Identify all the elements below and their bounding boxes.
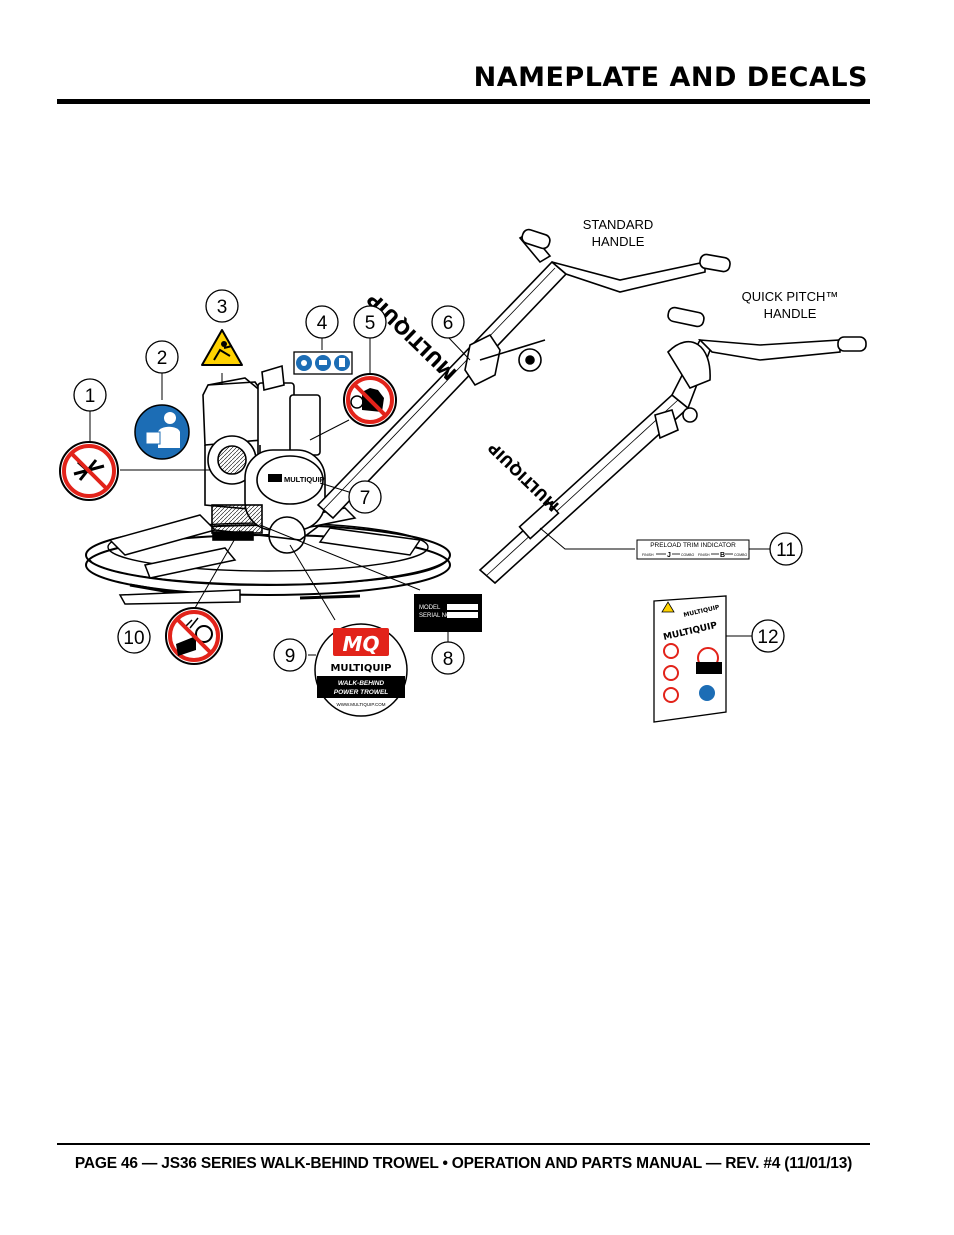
footer-rule: [57, 1143, 870, 1145]
header-rule: [57, 99, 870, 104]
callout-9: 9: [273, 638, 307, 672]
page-footer: PAGE 46 — JS36 SERIES WALK-BEHIND TROWEL…: [74, 1155, 853, 1172]
svg-text:QUICK PITCH™: QUICK PITCH™: [742, 289, 839, 304]
callout-6: 6: [431, 305, 465, 339]
svg-text:1: 1: [85, 386, 96, 407]
callout-10: 10: [117, 620, 151, 654]
svg-text:FINISH: FINISH: [642, 553, 654, 557]
svg-text:COMBO: COMBO: [734, 553, 748, 557]
svg-text:PRELOAD TRIM INDICATOR: PRELOAD TRIM INDICATOR: [650, 542, 736, 549]
svg-text:MULTIQUIP: MULTIQUIP: [284, 475, 325, 484]
svg-text:J: J: [667, 552, 671, 559]
svg-text:MQ: MQ: [343, 632, 380, 656]
trowel-blades: [108, 507, 422, 605]
decal-5-no-hands-icon: [343, 373, 397, 427]
engine-assembly: [202, 364, 326, 554]
callout-7: 7: [348, 480, 382, 514]
svg-text:B: B: [720, 552, 725, 559]
svg-text:6: 6: [443, 313, 454, 334]
svg-text:HANDLE: HANDLE: [592, 234, 645, 249]
callout-12: 12: [751, 619, 785, 653]
standard-handle-label: STANDARD HANDLE: [583, 217, 654, 249]
svg-text:11: 11: [776, 540, 796, 561]
svg-text:9: 9: [285, 646, 296, 667]
decal-9-brand-decal: MQ MULTIQUIP WALK-BEHIND POWER TROWEL WW…: [314, 623, 408, 717]
decal-4-ppe-icons: [293, 351, 353, 375]
quick-pitch-handle-label: QUICK PITCH™ HANDLE: [742, 289, 839, 321]
standard-handle-shaft: [316, 228, 731, 520]
quick-pitch-handle-shaft: [478, 306, 867, 585]
svg-text:FINISH: FINISH: [698, 553, 710, 557]
page-title: NAMEPLATE AND DECALS: [473, 62, 868, 93]
callout-1: 1: [73, 378, 107, 412]
decal-12-decal-sheet: MULTIQUIP MULTIQUIP: [653, 595, 727, 723]
svg-text:5: 5: [365, 313, 376, 334]
svg-text:HANDLE: HANDLE: [764, 306, 817, 321]
svg-text:7: 7: [360, 488, 371, 509]
svg-text:STANDARD: STANDARD: [583, 217, 654, 232]
svg-text:WWW.MULTIQUIP.COM: WWW.MULTIQUIP.COM: [336, 702, 385, 707]
svg-text:10: 10: [123, 628, 144, 649]
svg-text:12: 12: [757, 627, 778, 648]
callout-4: 4: [305, 305, 339, 339]
decal-3-warning-icon: [201, 329, 243, 366]
callout-8: 8: [431, 641, 465, 675]
svg-text:POWER TROWEL: POWER TROWEL: [334, 689, 389, 696]
leader-lines: [89, 336, 770, 656]
svg-text:COMBO: COMBO: [681, 553, 695, 557]
decal-10-no-hands-blades-icon: [165, 607, 223, 665]
callout-2: 2: [145, 340, 179, 374]
callout-11: 11: [769, 532, 803, 566]
svg-text:2: 2: [157, 348, 168, 369]
svg-text:3: 3: [217, 297, 228, 318]
svg-text:SERIAL NO.: SERIAL NO.: [419, 613, 453, 619]
decal-1-no-rotating-icon: [59, 441, 119, 501]
decal-8-nameplate: MODEL SERIAL NO.: [414, 594, 482, 632]
decal-11-preload-trim-indicator: PRELOAD TRIM INDICATOR FINISH J COMBO FI…: [636, 539, 750, 560]
quick-shaft-brand-text: MULTIQUIP: [484, 439, 562, 516]
svg-text:4: 4: [317, 313, 328, 334]
svg-text:MULTIQUIP: MULTIQUIP: [330, 663, 391, 674]
callout-3: 3: [205, 289, 239, 323]
svg-text:WALK-BEHIND: WALK-BEHIND: [338, 680, 385, 687]
callout-5: 5: [353, 305, 387, 339]
engine-brand: MULTIQUIP: [268, 474, 325, 484]
svg-text:MODEL: MODEL: [419, 605, 441, 611]
decal-2-read-manual-icon: [134, 404, 190, 460]
svg-text:8: 8: [443, 649, 454, 670]
